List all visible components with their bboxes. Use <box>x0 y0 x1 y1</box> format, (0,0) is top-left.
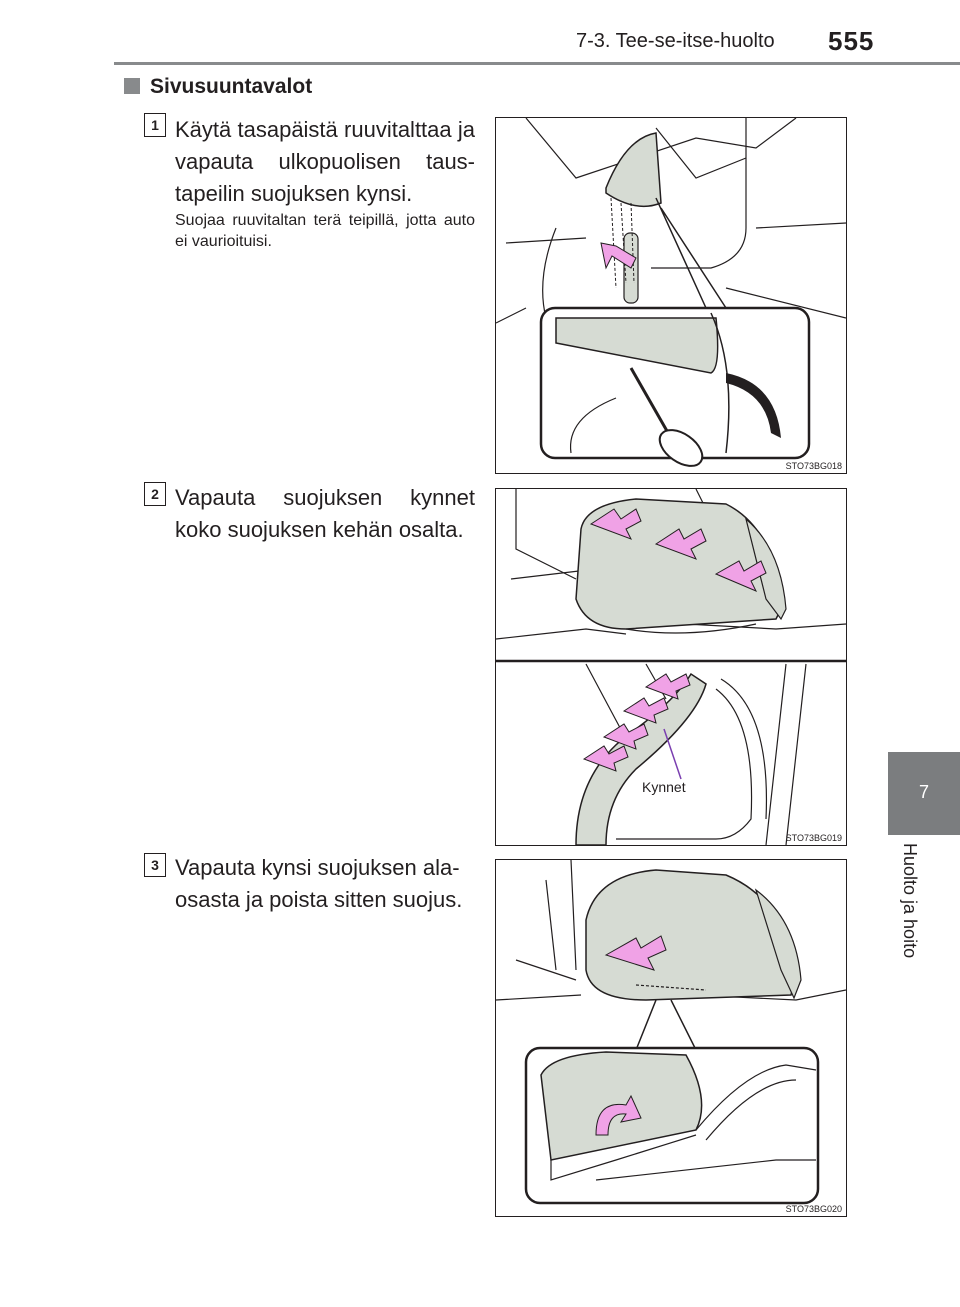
chapter-title: Huolto ja hoito <box>900 843 920 959</box>
step-badge-1: 1 <box>144 113 166 137</box>
step-badge-3: 3 <box>144 853 166 877</box>
chapter-title-vertical: Huolto ja hoito <box>890 843 924 983</box>
section-heading: Sivusuuntavalot <box>124 75 312 99</box>
header-rule <box>114 62 960 65</box>
section-heading-text: Sivusuuntavalot <box>150 75 313 98</box>
header-section-title: 7-3. Tee-se-itse-huolto <box>576 30 775 52</box>
heading-square-icon <box>124 78 140 94</box>
step-1-note: Suojaa ruuvitaltan terä teipillä, jotta … <box>175 212 475 250</box>
mirror-cover-removal-illustration <box>496 860 846 1205</box>
figure-code-3: STO73BG020 <box>785 1204 842 1214</box>
figure-code-1: STO73BG018 <box>785 461 842 471</box>
chapter-number: 7 <box>918 782 929 802</box>
step-2-text: Vapauta suojuksen kynnet koko suojuksen … <box>175 485 475 542</box>
mirror-claws-illustration <box>496 489 846 845</box>
step-3-text: Vapauta kynsi suojuksen ala-osasta ja po… <box>175 855 463 912</box>
figure-code-2: STO73BG019 <box>785 833 842 843</box>
chapter-tab: 7 <box>888 752 960 835</box>
figure-label-kynnet: Kynnet <box>642 779 686 795</box>
figure-step-2: Kynnet STO73BG019 <box>495 488 847 846</box>
mirror-screwdriver-illustration <box>496 118 846 467</box>
page-number: 555 <box>828 26 875 56</box>
step-badge-2: 2 <box>144 482 166 506</box>
figure-step-3: STO73BG020 <box>495 859 847 1217</box>
figure-step-1: STO73BG018 <box>495 117 847 474</box>
step-1-text: Käytä tasapäistä ruuvitalttaa ja vapauta… <box>175 117 475 206</box>
